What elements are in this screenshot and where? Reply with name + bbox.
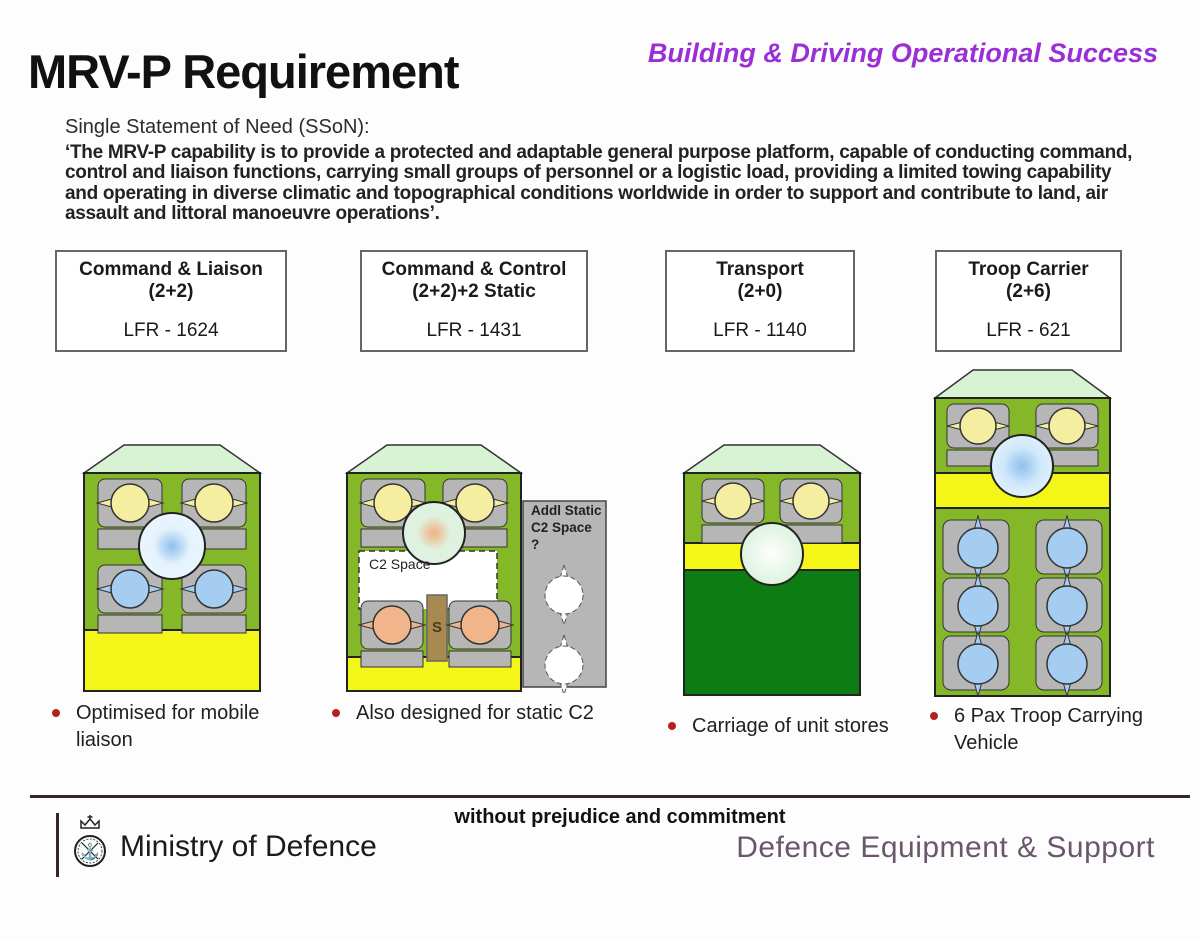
variant-config: (2+2)+2 Static [412,280,536,302]
disclaimer-text: without prejudice and commitment [454,806,786,828]
variant-lfr: LFR - 1140 [713,320,807,341]
tagline: Building & Driving Operational Success [647,38,1158,68]
variant-name: Command & Liaison [79,259,263,280]
bullet-icon [52,709,60,717]
bullet-text: 6 Pax Troop Carrying Vehicle [954,705,1143,754]
variant-lfr: LFR - 621 [986,320,1071,341]
vehicle-diagram-command-control: C2 Space S Addl Static C2 Space ? [345,443,608,693]
addl-static-c2-label: Addl Static C2 Space ? [531,503,602,552]
vehicle-diagram-transport [682,443,862,697]
bullet-command-control: Also designed for static C2 [332,700,612,727]
variant-name: Transport [716,259,804,280]
mod-crest-icon: ⚓ [74,815,106,867]
bullet-icon [332,709,340,717]
variant-box-command-control: Command & Control (2+2)+2 Static LFR - 1… [360,250,588,352]
bullet-text: Also designed for static C2 [356,702,594,724]
bullet-text: Optimised for mobile liaison [76,702,260,751]
vehicle-top-view-icon [82,444,262,692]
bullet-icon [930,712,938,720]
defence-equipment-support-label: Defence Equipment & Support [736,831,1155,864]
c2-space-label: C2 Space [369,556,431,572]
vehicle-top-view-icon [682,444,862,696]
variant-box-transport: Transport (2+0) LFR - 1140 [665,250,855,352]
vehicle-top-view-icon [345,444,607,693]
vehicle-diagram-command-liaison [82,443,262,693]
bullet-text: Carriage of unit stores [692,715,889,737]
variant-config: (2+6) [1006,280,1051,302]
bullet-command-liaison: Optimised for mobile liaison [52,700,302,754]
variant-box-troop-carrier: Troop Carrier (2+6) LFR - 621 [935,250,1122,352]
bullet-icon [668,722,676,730]
footer-accent-bar [56,813,59,877]
variant-name: Troop Carrier [968,259,1089,280]
variant-name: Command & Control [381,259,567,280]
vehicle-top-view-icon [933,369,1112,698]
bullet-troop-carrier: 6 Pax Troop Carrying Vehicle [930,703,1165,757]
variant-lfr: LFR - 1431 [426,320,522,341]
sson-statement: ‘The MRV-P capability is to provide a pr… [65,142,1133,224]
variant-lfr: LFR - 1624 [123,320,219,341]
variant-config: (2+0) [737,280,783,302]
bullet-transport: Carriage of unit stores [668,713,898,740]
vehicle-diagram-troop-carrier [933,368,1112,698]
stores-seat-label: S [431,619,442,636]
variant-box-command-liaison: Command & Liaison (2+2) LFR - 1624 [55,250,287,352]
variant-config: (2+2) [148,280,194,302]
sson-label: Single Statement of Need (SSoN): [65,116,370,138]
anchor-icon: ⚓ [80,842,100,861]
page-title: MRV-P Requirement [28,45,459,98]
footer-divider [30,795,1190,798]
ministry-of-defence-label: Ministry of Defence [120,830,377,863]
